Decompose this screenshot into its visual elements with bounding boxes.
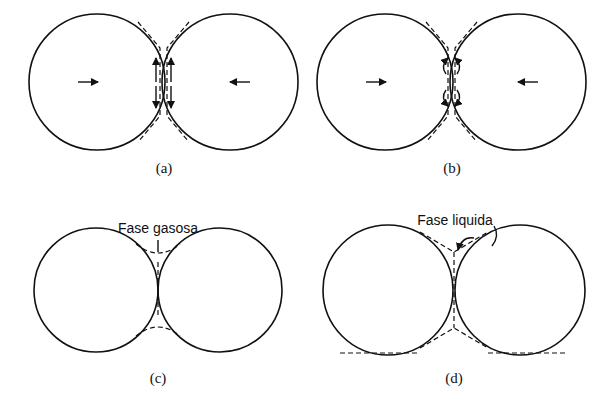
panel-label: (c): [150, 370, 167, 387]
panel-label: (a): [156, 160, 173, 177]
panel-label: (d): [445, 370, 463, 387]
phase-label: Fase liquida: [417, 212, 493, 228]
panel-label: (b): [443, 160, 461, 177]
phase-label: Fase gasosa: [118, 220, 198, 236]
